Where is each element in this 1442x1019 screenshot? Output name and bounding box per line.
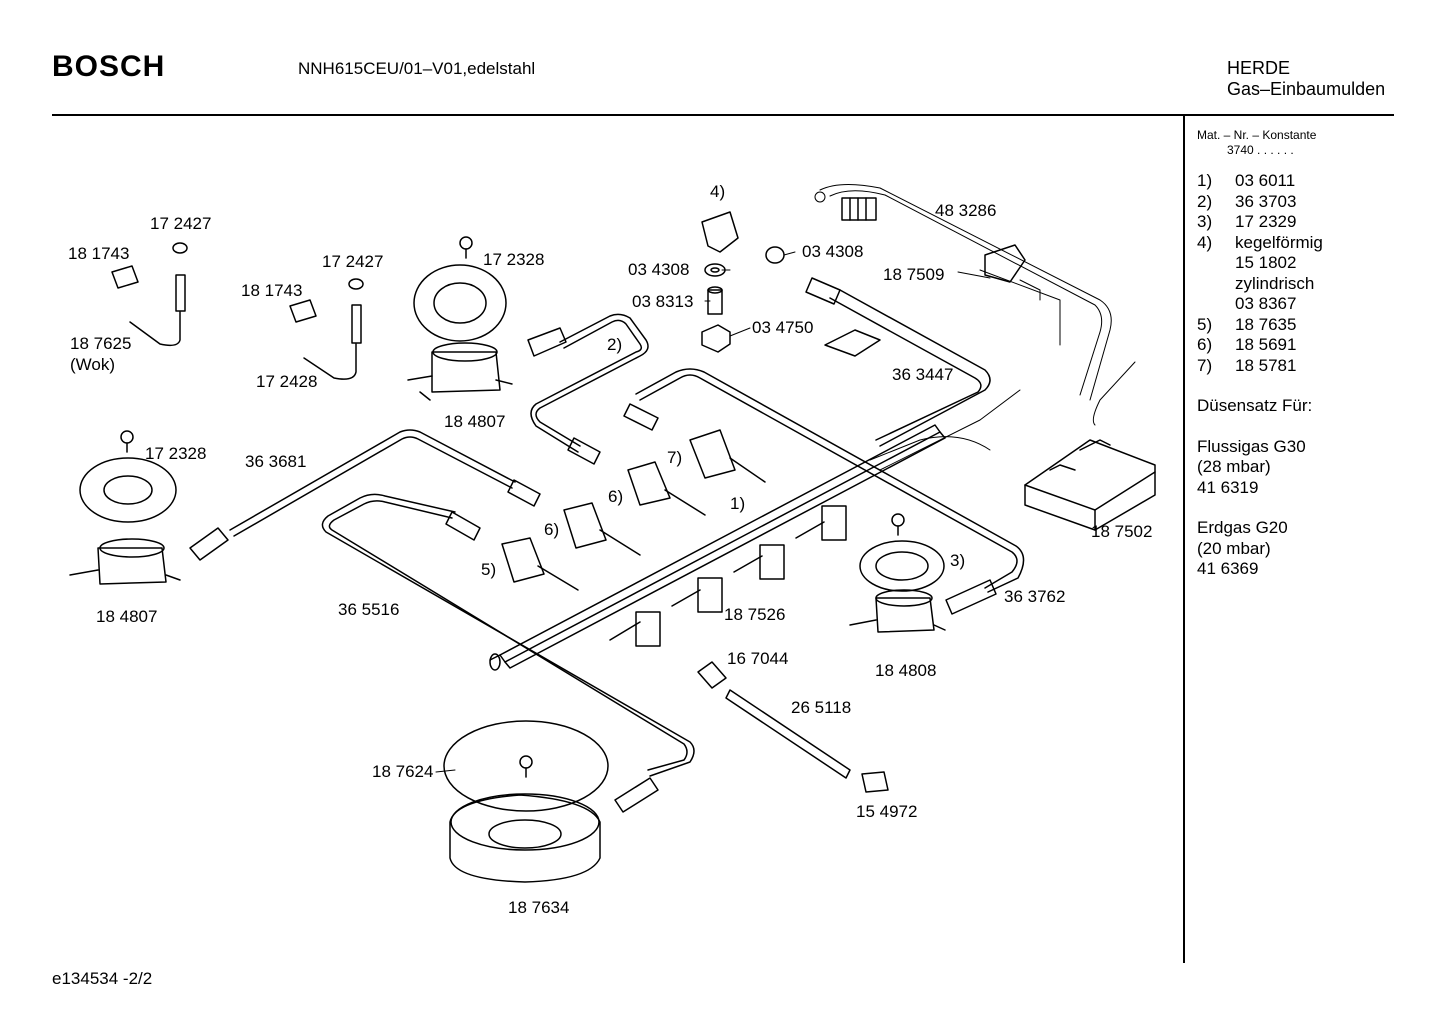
part-label: 4): [710, 182, 726, 201]
footnote-item: 3) 17 2329: [1197, 212, 1387, 233]
exploded-parts-diagram: [69, 184, 1156, 883]
part-label: 18 7625: [70, 334, 132, 353]
footnote-item: 2) 36 3703: [1197, 192, 1387, 213]
gas-pipes: [229, 289, 1025, 777]
footnote-value: 17 2329: [1235, 212, 1297, 231]
footnote-item: 5) 18 7635: [1197, 315, 1387, 336]
gas-name: Flussigas G30: [1197, 436, 1306, 456]
ignition-electrode: [697, 661, 889, 793]
footnote-value: zylindrisch: [1235, 273, 1315, 293]
ignition-cables: [814, 184, 1136, 471]
connector-block: [841, 197, 877, 221]
part-label: 18 1743: [68, 244, 130, 263]
leader-lines: [435, 251, 991, 773]
part-label: 17 2328: [483, 250, 545, 269]
part-label: 17 2328: [145, 444, 207, 463]
part-label: 15 4972: [856, 802, 918, 821]
part-label: 03 4308: [628, 260, 690, 279]
valve-rail: [489, 424, 946, 671]
part-label: 18 7634: [508, 898, 570, 917]
footnote-value: kegelförmig: [1235, 232, 1323, 252]
part-label: 7): [667, 448, 683, 467]
part-label: 18 7526: [724, 605, 786, 624]
screws: [120, 236, 905, 778]
burner-rings: [79, 264, 945, 812]
category-line-1: HERDE: [1227, 58, 1291, 78]
part-label: 17 2427: [150, 214, 212, 233]
nozzle-fittings: [189, 277, 997, 813]
gas-valves: [501, 429, 766, 591]
footnote-number: 2): [1197, 191, 1213, 211]
footnote-value: 03 6011: [1235, 171, 1296, 190]
part-label: 18 7509: [883, 265, 945, 284]
mat-value: 3740 . . . . . .: [1227, 143, 1294, 157]
part-label: (Wok): [70, 355, 116, 374]
part-label: 18 7502: [1091, 522, 1153, 541]
part-label: 36 5516: [338, 600, 400, 619]
thermocouples: [111, 265, 362, 380]
model-number: NNH615CEU/01–V01,edelstahl: [298, 59, 536, 78]
gas-part-number: 41 6369: [1197, 559, 1259, 578]
footnote-list: 1) 03 6011 2) 36 3703 3) 17 2329 4) kege…: [1197, 171, 1387, 376]
footnote-value: 36 3703: [1235, 191, 1297, 211]
gas-lpg-block: Flussigas G30 (28 mbar) 41 6319: [1197, 437, 1387, 499]
document-id: e134534 -2/2: [52, 969, 153, 988]
parts-sidebar: Mat. – Nr. – Konstante 3740 . . . . . . …: [1197, 128, 1387, 580]
part-label: 17 2427: [322, 252, 384, 271]
footnote-number: 5): [1197, 314, 1213, 334]
pipe-clip: [824, 329, 881, 357]
part-label: 18 1743: [241, 281, 303, 300]
gas-pressure: (20 mbar): [1197, 538, 1271, 558]
sidebar-divider: [1183, 116, 1185, 963]
footnote-value: 18 7635: [1235, 314, 1297, 334]
valve-clips: [609, 505, 847, 647]
footnote-number: 1): [1197, 171, 1213, 190]
gas-pressure: (28 mbar): [1197, 457, 1271, 476]
category: HERDE Gas–Einbaumulden: [1227, 58, 1385, 100]
nozzle-set-title: Düsensatz Für:: [1197, 396, 1313, 415]
mat-title: Mat. – Nr. – Konstante: [1197, 128, 1317, 142]
part-label: 3): [950, 551, 966, 570]
footnote-number: 6): [1197, 335, 1213, 354]
part-label: 6): [608, 487, 624, 506]
footnote-value: 15 1802: [1235, 253, 1297, 272]
part-label: 2): [607, 335, 623, 354]
part-label: 03 4308: [802, 242, 864, 261]
brand-logo: BOSCH: [52, 50, 166, 83]
gas-natural-block: Erdgas G20 (20 mbar) 41 6369: [1197, 518, 1387, 580]
part-label: 18 7624: [372, 762, 434, 781]
part-label: 26 5118: [791, 698, 852, 717]
part-label: 18 4808: [875, 661, 937, 680]
part-label: 17 2428: [256, 372, 318, 391]
part-label: 03 4750: [752, 318, 814, 337]
footnote-value: 18 5781: [1235, 355, 1297, 375]
footnote-value: 18 5691: [1235, 335, 1297, 354]
footnote-number: 7): [1197, 355, 1213, 375]
part-label: 1): [730, 494, 746, 513]
footnote-item: 4) kegelförmig 15 1802 zylindrisch 03 83…: [1197, 233, 1387, 315]
footnote-item: 6) 18 5691: [1197, 335, 1387, 356]
burner-bodies: [69, 342, 946, 883]
part-label: 36 3762: [1004, 587, 1066, 606]
part-label: 36 3681: [245, 452, 307, 471]
ignition-module: [1024, 439, 1156, 531]
part-label: 5): [481, 560, 497, 579]
part-label: 03 8313: [632, 292, 694, 311]
gas-part-number: 41 6319: [1197, 477, 1259, 497]
footnote-item: 1) 03 6011: [1197, 171, 1387, 192]
part-label: 16 7044: [727, 649, 789, 668]
footnote-number: 3): [1197, 212, 1213, 231]
header-divider: [52, 114, 1394, 116]
bracket-part: [984, 244, 1026, 283]
part-label: 36 3447: [892, 365, 954, 384]
footnote-item: 7) 18 5781: [1197, 356, 1387, 377]
gas-name: Erdgas G20: [1197, 518, 1288, 537]
part-label: 18 4807: [444, 412, 506, 431]
footnote-number: 4): [1197, 232, 1213, 252]
footnote-value: 03 8367: [1235, 294, 1297, 313]
category-line-2: Gas–Einbaumulden: [1227, 79, 1386, 99]
part-label: 18 4807: [96, 607, 158, 626]
part-label: 6): [544, 520, 560, 539]
part-label: 48 3286: [935, 201, 997, 220]
